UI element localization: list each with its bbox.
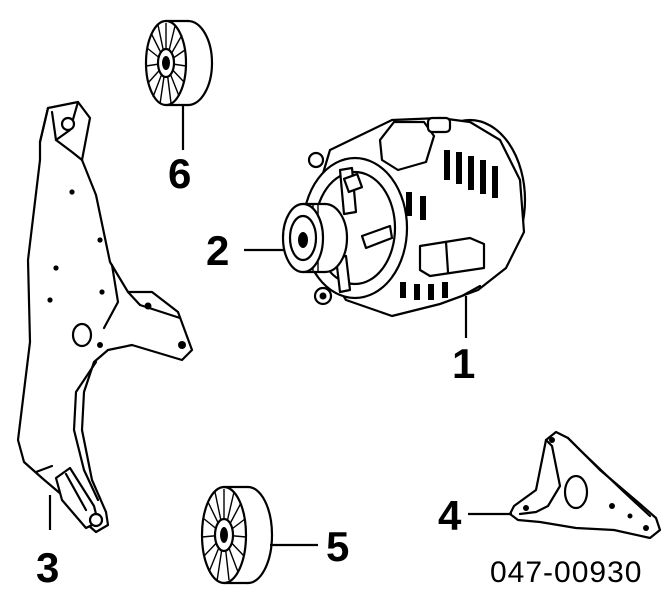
callout-4: 4 (438, 492, 462, 539)
callout-5: 5 (326, 523, 349, 570)
callout-6: 6 (168, 150, 191, 197)
diagram-code: 047-00930 (490, 556, 642, 589)
idler-pulley-top (144, 19, 214, 107)
alternator (281, 116, 527, 318)
mounting-bracket (16, 100, 194, 534)
callout-3: 3 (36, 544, 59, 591)
small-bracket (508, 430, 662, 540)
callout-1: 1 (452, 340, 475, 387)
callout-2: 2 (206, 227, 229, 274)
idler-pulley-bottom (200, 485, 274, 585)
